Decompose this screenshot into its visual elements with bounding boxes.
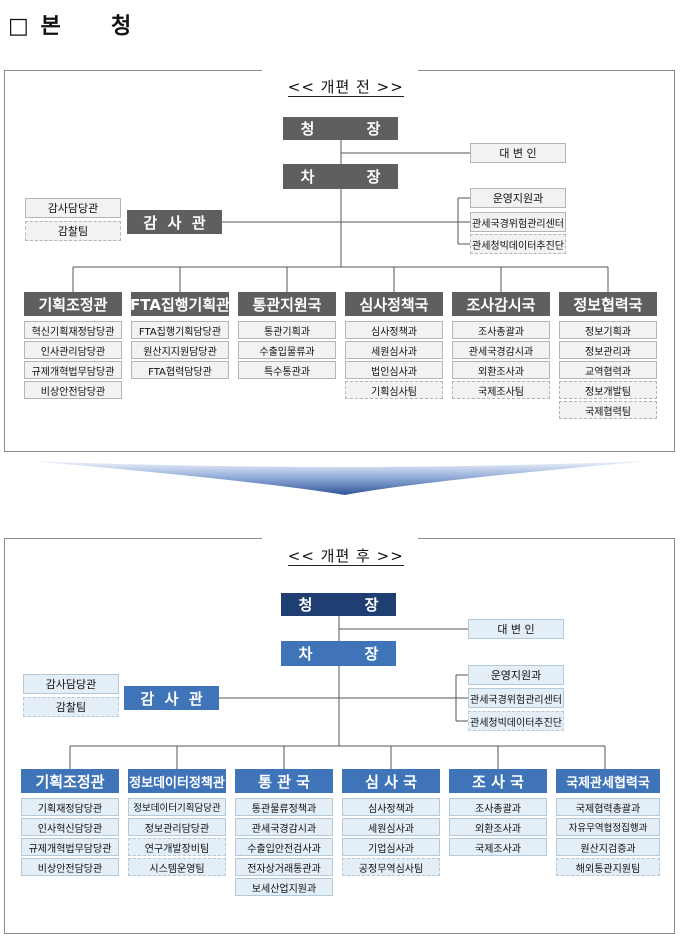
after-bureau-unit: 관세국경감시과 [235,818,333,836]
before-bureau-head: 통관지원국 [238,292,336,316]
before-bureau-unit: 특수통관과 [238,361,336,379]
before-bureau-unit: 외환조사과 [452,361,550,379]
after-bureau-unit: 국제협력총괄과 [556,798,660,816]
before-bureau-unit: 정보기획과 [559,321,657,339]
before-bureau-unit: FTA집행기획담당관 [131,321,229,339]
before-section-label: << 개편 전 >> [262,58,418,97]
before-bureau-unit: 세원심사과 [345,341,443,359]
before-bureau-unit: 정보관리과 [559,341,657,359]
after-bureau-unit: 해외통관지원팀 [556,858,660,876]
transition-arrow-icon [30,461,650,495]
after-bureau-unit: 외환조사과 [449,818,547,836]
before-bureau-unit: 교역협력과 [559,361,657,379]
before-bureau-unit: 규제개혁법무담당관 [24,361,122,379]
before-bureau-unit: 원산지지원담당관 [131,341,229,359]
after-audit-head: 감 사 관 [124,686,219,710]
after-vice-commissioner: 차 장 [281,641,396,666]
before-bureau-unit: 비상안전담당관 [24,381,122,399]
before-bureau-unit: 조사총괄과 [452,321,550,339]
before-bureau-unit: 기획심사팀 [345,381,443,399]
before-audit-unit: 감사담당관 [25,198,121,218]
after-section-label: << 개편 후 >> [262,527,418,566]
before-bureau-head: 정보협력국 [559,292,657,316]
after-spokesperson: 대 변 인 [468,619,564,639]
after-bureau-unit: 심사정책과 [342,798,440,816]
before-support-unit: 관세청빅데이터추진단 [470,234,566,254]
before-bureau-unit: 국제협력팀 [559,401,657,419]
after-bureau-unit: 원산지검증과 [556,838,660,856]
before-bureau-head: 기획조정관 [24,292,122,316]
after-bureau-unit: 인사혁신담당관 [21,818,119,836]
before-bureau-unit: 수출입물류과 [238,341,336,359]
after-bureau-head: 국제관세협력국 [556,769,660,793]
after-bureau-unit: 자유무역협정집행과 [556,818,660,836]
after-bureau-head: 심 사 국 [342,769,440,793]
after-bureau-head: 통 관 국 [235,769,333,793]
after-bureau-unit: 국제조사과 [449,838,547,856]
after-bureau-unit: 전자상거래통관과 [235,858,333,876]
after-bureau-head: 기획조정관 [21,769,119,793]
before-support-unit: 운영지원과 [470,188,566,208]
after-support-unit: 운영지원과 [468,665,564,685]
before-bureau-unit: 법인심사과 [345,361,443,379]
before-bureau-unit: 인사관리담당관 [24,341,122,359]
after-bureau-unit: 세원심사과 [342,818,440,836]
after-bureau-unit: 보세산업지원과 [235,878,333,896]
after-bureau-unit: 기획재정담당관 [21,798,119,816]
after-bureau-unit: 시스템운영팀 [128,858,226,876]
page-title: □ 본 청 [8,14,134,39]
after-commissioner: 청 장 [281,593,396,616]
before-bureau-unit: 통관기획과 [238,321,336,339]
before-bureau-unit: 정보개발팀 [559,381,657,399]
after-bureau-unit: 조사총괄과 [449,798,547,816]
before-vice-commissioner: 차 장 [283,164,398,189]
before-spokesperson: 대 변 인 [470,143,566,163]
after-bureau-unit: 정보데이터기획담당관 [128,798,226,816]
after-bureau-unit: 통관물류정책과 [235,798,333,816]
before-audit-unit: 감찰팀 [25,221,121,241]
after-bureau-head: 정보데이터정책관 [128,769,226,793]
after-bureau-unit: 정보관리담당관 [128,818,226,836]
before-bureau-unit: 혁신기획재정담당관 [24,321,122,339]
after-bureau-head: 조 사 국 [449,769,547,793]
after-bureau-unit: 연구개발장비팀 [128,838,226,856]
after-bureau-unit: 수출입안전검사과 [235,838,333,856]
after-support-unit: 관세청빅데이터추진단 [468,711,564,731]
before-bureau-head: 조사감시국 [452,292,550,316]
after-audit-unit: 감찰팀 [23,697,119,717]
before-bureau-unit: 국제조사팀 [452,381,550,399]
after-bureau-unit: 비상안전담당관 [21,858,119,876]
before-commissioner: 청 장 [283,117,398,140]
after-bureau-unit: 규제개혁법무담당관 [21,838,119,856]
before-bureau-head: FTA집행기획관 [130,292,230,316]
before-bureau-head: 심사정책국 [345,292,443,316]
before-bureau-unit: FTA협력담당관 [131,361,229,379]
before-bureau-unit: 심사정책과 [345,321,443,339]
after-audit-unit: 감사담당관 [23,674,119,694]
after-bureau-unit: 기업심사과 [342,838,440,856]
before-support-unit: 관세국경위험관리센터 [470,212,566,232]
before-audit-head: 감 사 관 [127,210,222,234]
after-support-unit: 관세국경위험관리센터 [468,688,564,708]
before-bureau-unit: 관세국경감시과 [452,341,550,359]
after-bureau-unit: 공정무역심사팀 [342,858,440,876]
